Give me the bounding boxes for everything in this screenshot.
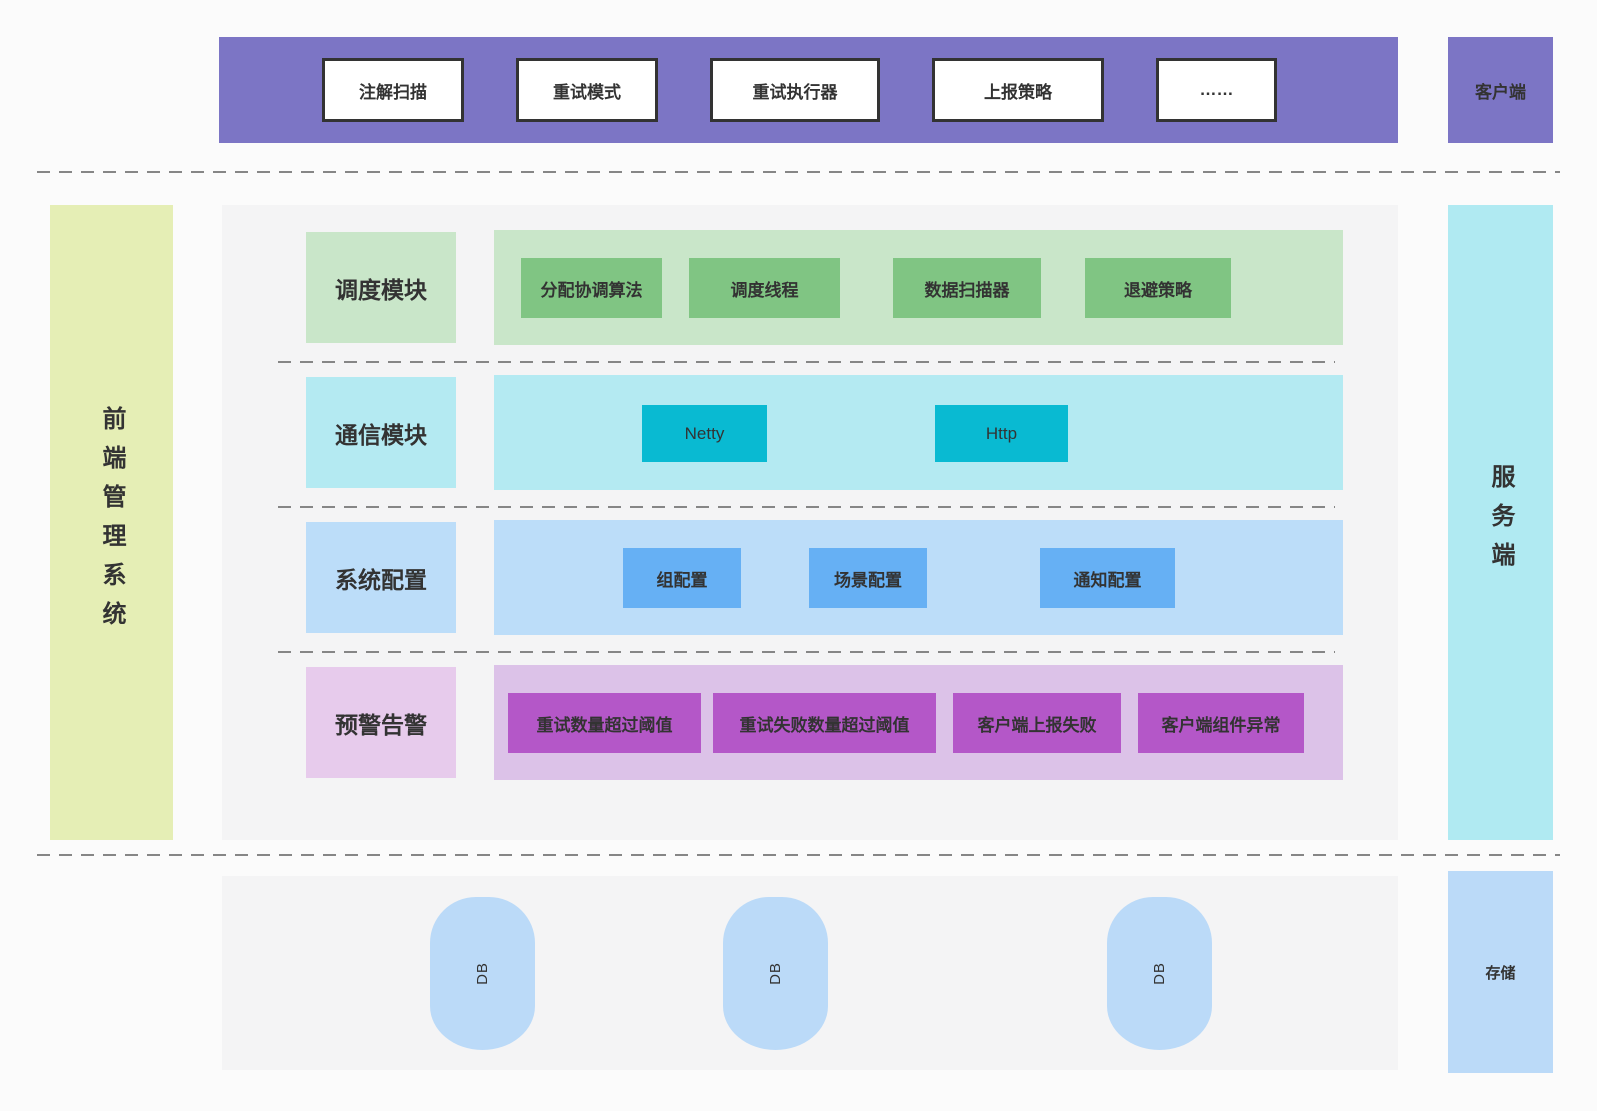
server-side-label: 服务端 (1487, 464, 1514, 581)
item-data-scanner: 数据扫描器 (893, 258, 1041, 318)
row-container-system-config: 组配置 场景配置 通知配置 (494, 520, 1343, 635)
frontend-management-label: 前端管理系统 (98, 405, 125, 640)
row-label-communication: 通信模块 (306, 377, 456, 488)
separator-row-3 (278, 651, 1335, 653)
item-backoff-strategy: 退避策略 (1085, 258, 1231, 318)
item-client-report-failure: 客户端上报失败 (953, 693, 1121, 753)
client-side-label: 客户端 (1475, 82, 1526, 102)
separator-row-1 (278, 361, 1335, 363)
db-label: DB (767, 962, 784, 985)
separator-row-2 (278, 506, 1335, 508)
client-module-annotation-scan: 注解扫描 (322, 58, 464, 122)
item-scene-config: 场景配置 (809, 548, 927, 608)
row-container-scheduling: 分配协调算法 调度线程 数据扫描器 退避策略 (494, 230, 1343, 345)
database-cylinder-icon: DB (430, 897, 535, 1050)
item-retry-count-threshold: 重试数量超过阈值 (508, 693, 701, 753)
database-cylinder-icon: DB (723, 897, 828, 1050)
item-scheduling-thread: 调度线程 (689, 258, 840, 318)
client-module-report-strategy: 上报策略 (932, 58, 1104, 122)
server-side-bar: 服务端 (1448, 205, 1553, 840)
item-netty: Netty (642, 405, 767, 462)
item-notification-config: 通知配置 (1040, 548, 1175, 608)
db-label: DB (1151, 962, 1168, 985)
database-cylinder-icon: DB (1107, 897, 1212, 1050)
row-container-alerting: 重试数量超过阈值 重试失败数量超过阈值 客户端上报失败 客户端组件异常 (494, 665, 1343, 780)
row-label-scheduling: 调度模块 (306, 232, 456, 343)
item-allocation-algorithm: 分配协调算法 (521, 258, 662, 318)
frontend-management-bar: 前端管理系统 (50, 205, 173, 840)
storage-panel: DB DB DB (222, 876, 1398, 1070)
db-label: DB (474, 962, 491, 985)
item-group-config: 组配置 (623, 548, 741, 608)
row-label-system-config: 系统配置 (306, 522, 456, 633)
row-container-communication: Netty Http (494, 375, 1343, 490)
separator-server-storage (37, 854, 1560, 856)
client-band: 注解扫描 重试模式 重试执行器 上报策略 …… (219, 37, 1398, 143)
client-module-retry-executor: 重试执行器 (710, 58, 880, 122)
client-module-retry-mode: 重试模式 (516, 58, 658, 122)
client-side-label-box: 客户端 (1448, 37, 1553, 143)
item-retry-failure-threshold: 重试失败数量超过阈值 (713, 693, 936, 753)
client-module-ellipsis: …… (1156, 58, 1277, 122)
separator-client-server (37, 171, 1560, 173)
row-label-alerting: 预警告警 (306, 667, 456, 778)
storage-side-label-box: 存储 (1448, 871, 1553, 1073)
item-http: Http (935, 405, 1068, 462)
item-client-component-error: 客户端组件异常 (1138, 693, 1304, 753)
storage-side-label: 存储 (1485, 964, 1516, 982)
